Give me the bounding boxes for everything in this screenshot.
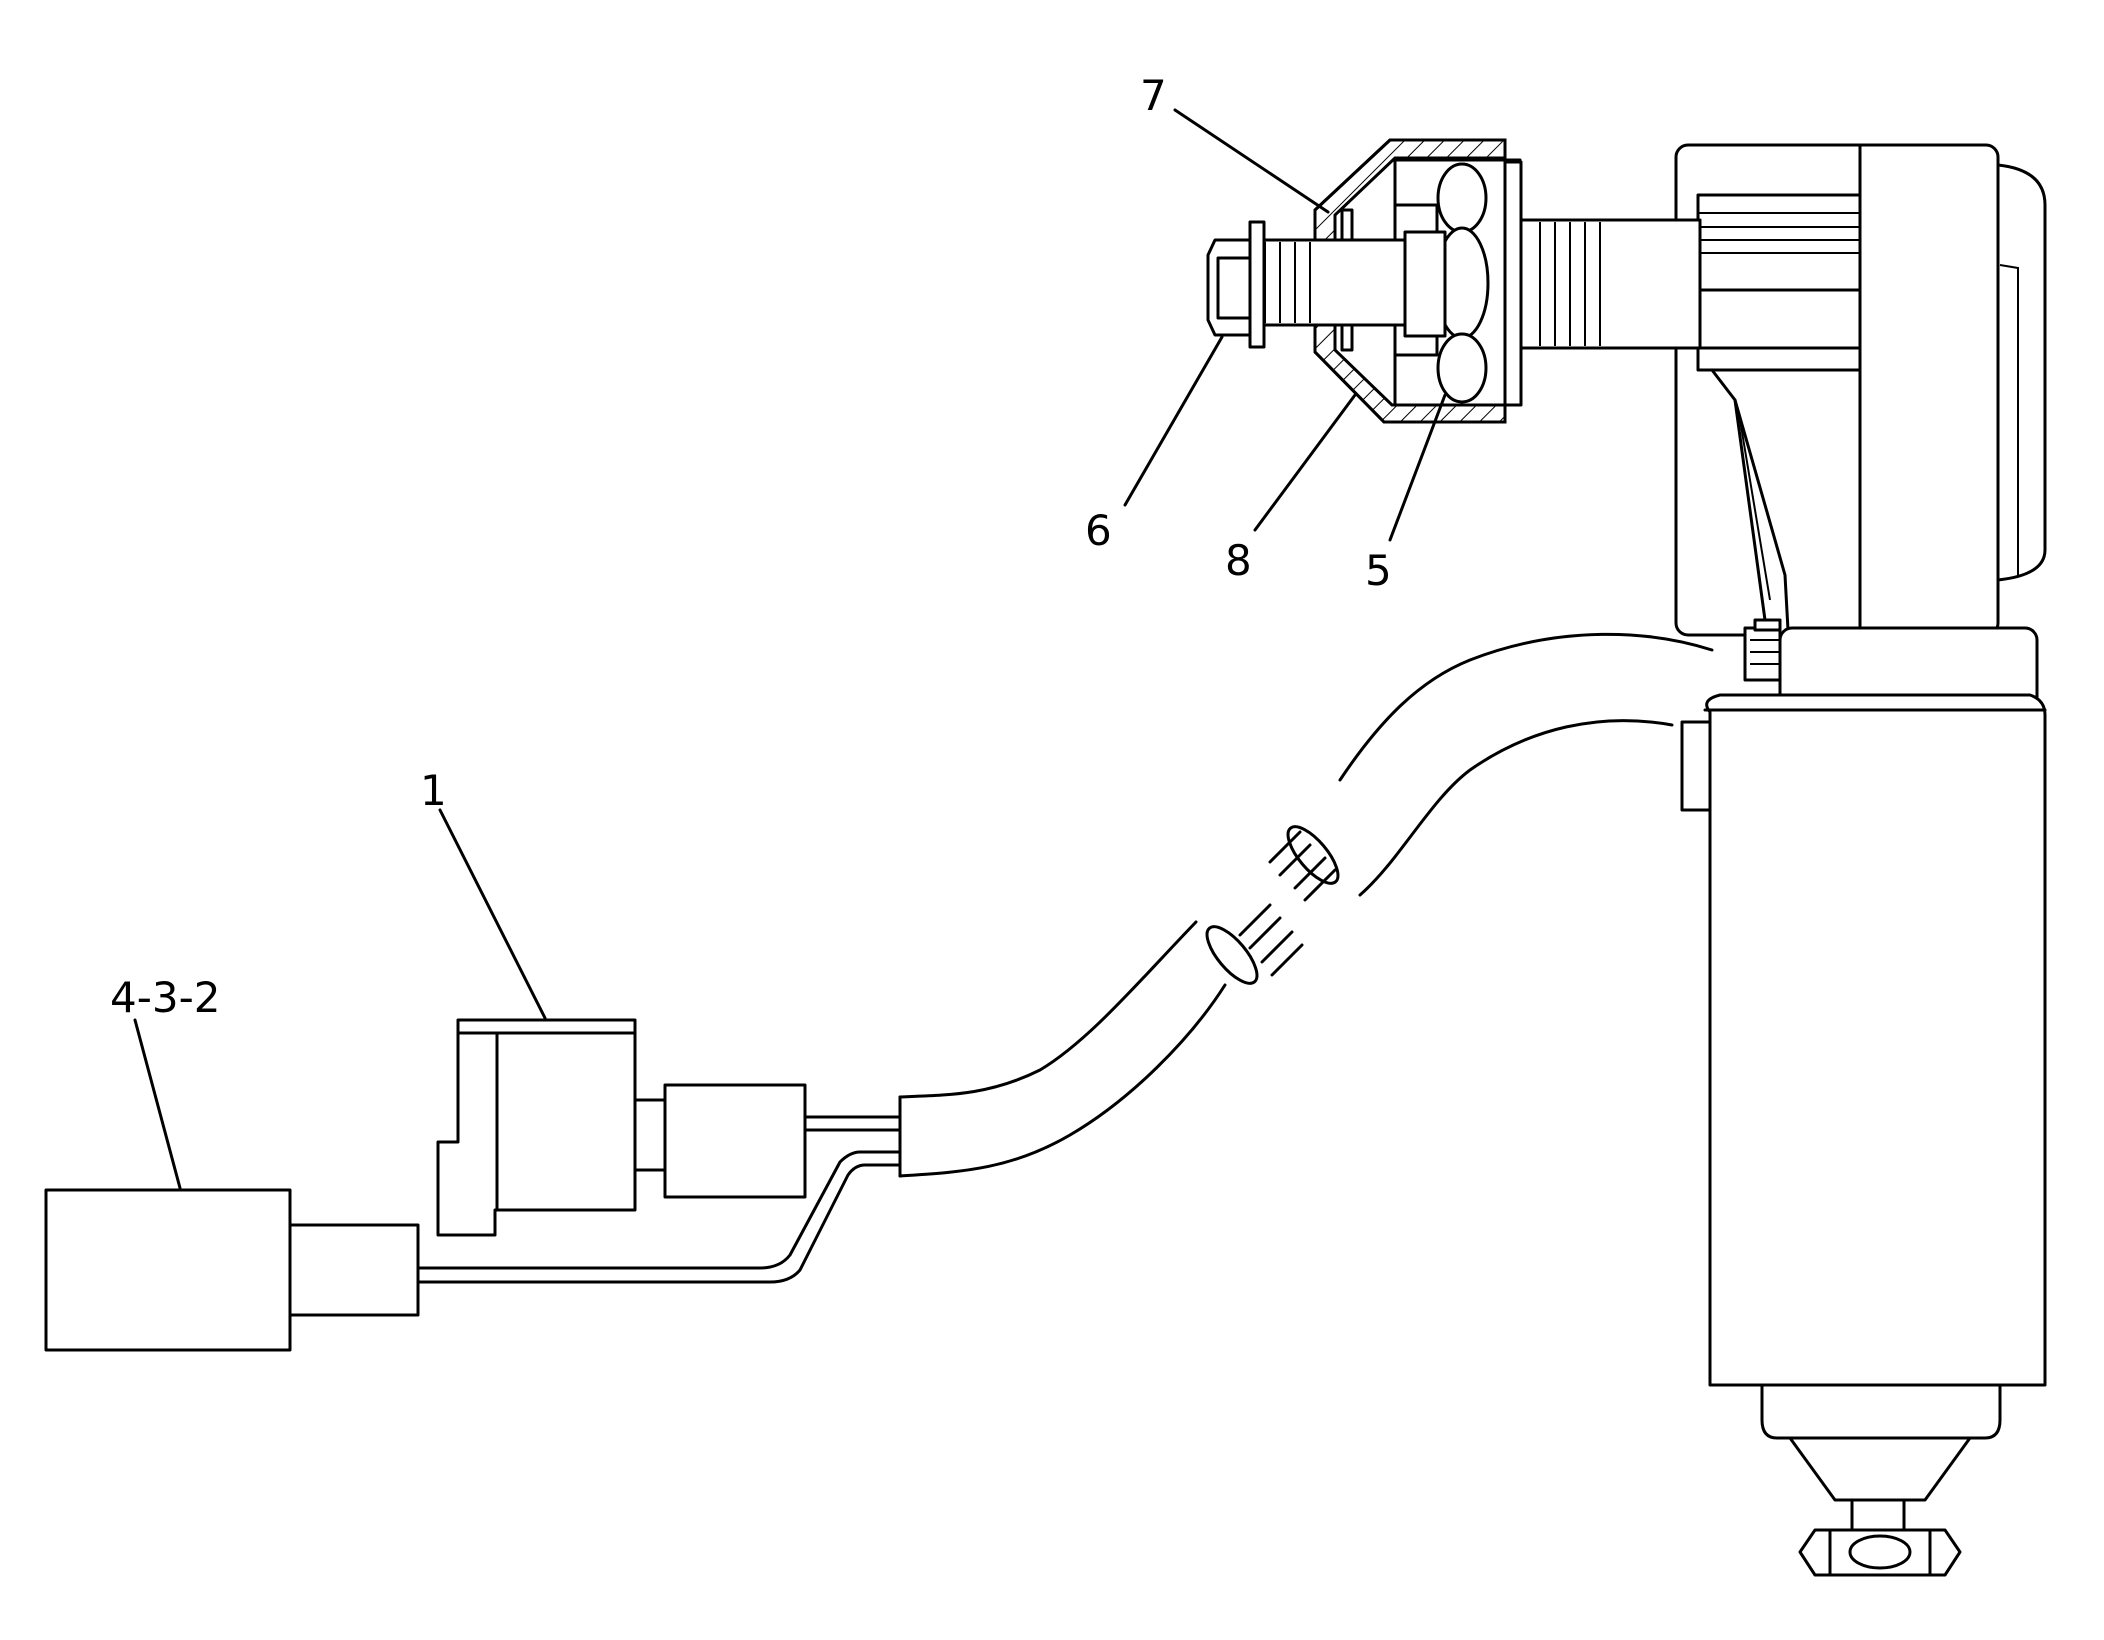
- leader-4-3-2: [133, 1018, 182, 1190]
- connector-1: [436, 1018, 807, 1237]
- lower-cable: [416, 903, 1304, 1284]
- connector-4-3-2: [44, 1188, 420, 1352]
- callout-5: 5: [1365, 546, 1392, 595]
- callout-7: 7: [1140, 71, 1167, 120]
- callout-8: 8: [1225, 536, 1252, 585]
- upper-cable: [1268, 632, 1714, 902]
- callout-6: 6: [1085, 506, 1112, 555]
- leader-8: [1253, 393, 1357, 532]
- mechanism-assembly: [1206, 138, 1702, 424]
- callout-1: 1: [420, 766, 447, 815]
- leader-5: [1388, 393, 1447, 542]
- leader-1: [438, 808, 547, 1020]
- callout-4-3-2: 4-3-2: [110, 973, 220, 1022]
- main-housing: [1674, 143, 2047, 1577]
- leader-7: [1173, 108, 1330, 214]
- leader-6: [1123, 335, 1224, 507]
- callout-leaders: [133, 108, 1447, 1190]
